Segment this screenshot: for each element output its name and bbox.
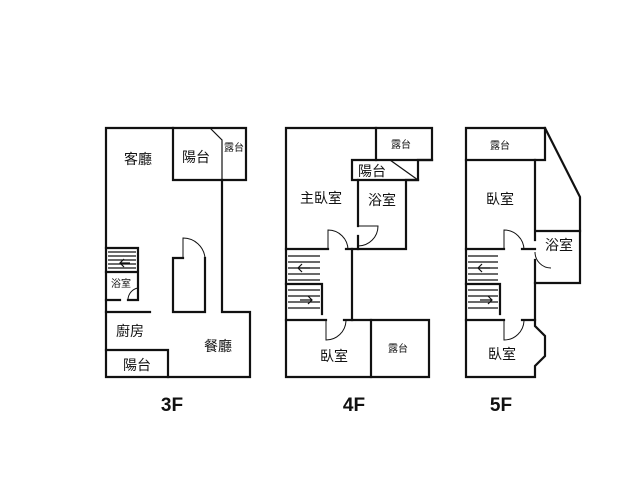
floor-4f-balcony-wall bbox=[350, 158, 420, 182]
room-5f-terrace: 露台 bbox=[490, 139, 510, 152]
room-3f-dining: 餐廳 bbox=[204, 338, 232, 355]
floor-4f-master-door-icon bbox=[327, 229, 349, 251]
floor-4f-stair-arrow-up-icon bbox=[297, 263, 310, 273]
room-4f-terrace-top: 露台 bbox=[391, 138, 411, 151]
room-4f-bedroom: 臥室 bbox=[320, 348, 348, 365]
floor-3f-balcony-wall bbox=[171, 126, 224, 182]
floor-5f-label: 5F bbox=[490, 395, 512, 416]
floor-4f-stair-wall bbox=[284, 282, 324, 316]
room-5f-bath: 浴室 bbox=[545, 237, 573, 254]
floor-3f-terrace-divider bbox=[209, 127, 223, 180]
floor-4f: 露台 陽台 主臥室 浴室 臥室 露台 4F bbox=[284, 126, 434, 416]
floor-5f: 露台 臥室 浴室 臥室 5F bbox=[464, 126, 582, 416]
room-4f-terrace-bottom: 露台 bbox=[388, 342, 408, 355]
floor-3f: 客廳 陽台 露台 浴室 廚房 餐廳 陽台 3F bbox=[104, 126, 252, 416]
floor-5f-bath-wall bbox=[533, 158, 582, 285]
floor-3f-shaft-wall bbox=[171, 256, 207, 314]
floor-3f-bottom-balcony-wall bbox=[104, 348, 170, 379]
floor-4f-terrace-diagonal bbox=[389, 159, 419, 181]
room-5f-bedroom-top: 臥室 bbox=[486, 191, 514, 208]
floor-3f-stair-wall bbox=[104, 246, 140, 272]
floor-5f-bedroom-door-icon bbox=[503, 229, 525, 251]
room-4f-balcony: 陽台 bbox=[358, 164, 386, 180]
room-3f-kitchen: 廚房 bbox=[116, 323, 144, 340]
floor-5f-stair-arrow-down-icon bbox=[480, 295, 493, 305]
floor-5f-bedroom-bottom-door-icon bbox=[503, 320, 525, 341]
room-3f-balcony-top: 陽台 bbox=[182, 150, 210, 166]
room-3f-bath: 浴室 bbox=[111, 277, 131, 290]
room-3f-balcony-bottom: 陽台 bbox=[123, 358, 151, 374]
floor-3f-label: 3F bbox=[161, 395, 183, 416]
floor-5f-bath-door-icon bbox=[534, 251, 552, 269]
floor-5f-stair-wall bbox=[464, 282, 502, 316]
room-4f-master-bedroom: 主臥室 bbox=[300, 190, 342, 207]
floor-4f-label: 4F bbox=[343, 395, 365, 416]
room-3f-terrace: 露台 bbox=[224, 141, 244, 154]
room-5f-bedroom-bottom: 臥室 bbox=[488, 346, 516, 363]
floor-5f-outer-wall bbox=[464, 126, 582, 379]
room-4f-bath: 浴室 bbox=[368, 192, 396, 209]
room-3f-living: 客廳 bbox=[124, 151, 152, 168]
floor-4f-bath-door-icon bbox=[357, 225, 379, 247]
floor-5f-stair-arrow-up-icon bbox=[477, 263, 490, 273]
floor-3f-stair-treads bbox=[108, 251, 136, 269]
floor-3f-shaft-door-icon bbox=[182, 237, 206, 259]
floor-3f-outer-wall bbox=[104, 126, 252, 379]
floor-3f-stair-arrow-icon bbox=[119, 258, 130, 268]
floor-4f-stair-arrow-down-icon bbox=[300, 295, 313, 305]
floor-3f-bath-wall bbox=[104, 270, 140, 302]
floor-4f-bedroom-door-icon bbox=[325, 320, 347, 341]
floor-3f-bath-door-icon bbox=[127, 287, 139, 301]
